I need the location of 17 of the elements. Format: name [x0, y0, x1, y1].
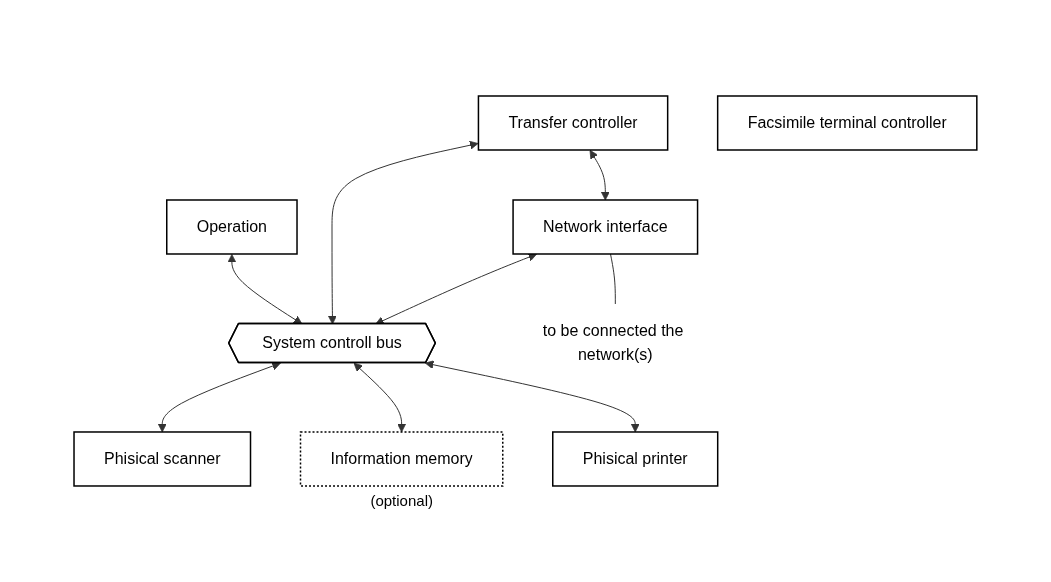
- arrow: [157, 361, 281, 433]
- node-box: Network interface: [512, 199, 699, 255]
- node-box: Phisical printer: [552, 431, 719, 487]
- connector: [610, 253, 616, 305]
- node-box: Information memory: [299, 431, 504, 487]
- node-box: Transfer controller: [477, 95, 669, 151]
- arrow: [424, 360, 640, 433]
- node-note: (optional): [370, 492, 433, 509]
- node-box: Phisical scanner: [73, 431, 252, 487]
- arrow: [375, 252, 538, 325]
- arrow: [328, 140, 479, 325]
- node-box: Facsimile terminal controller: [717, 95, 978, 151]
- arrow: [227, 254, 303, 325]
- arrow: [589, 149, 610, 201]
- node-text: to be connected the network(s): [542, 321, 684, 363]
- arrow: [353, 362, 407, 433]
- node-box: Operation: [166, 199, 298, 255]
